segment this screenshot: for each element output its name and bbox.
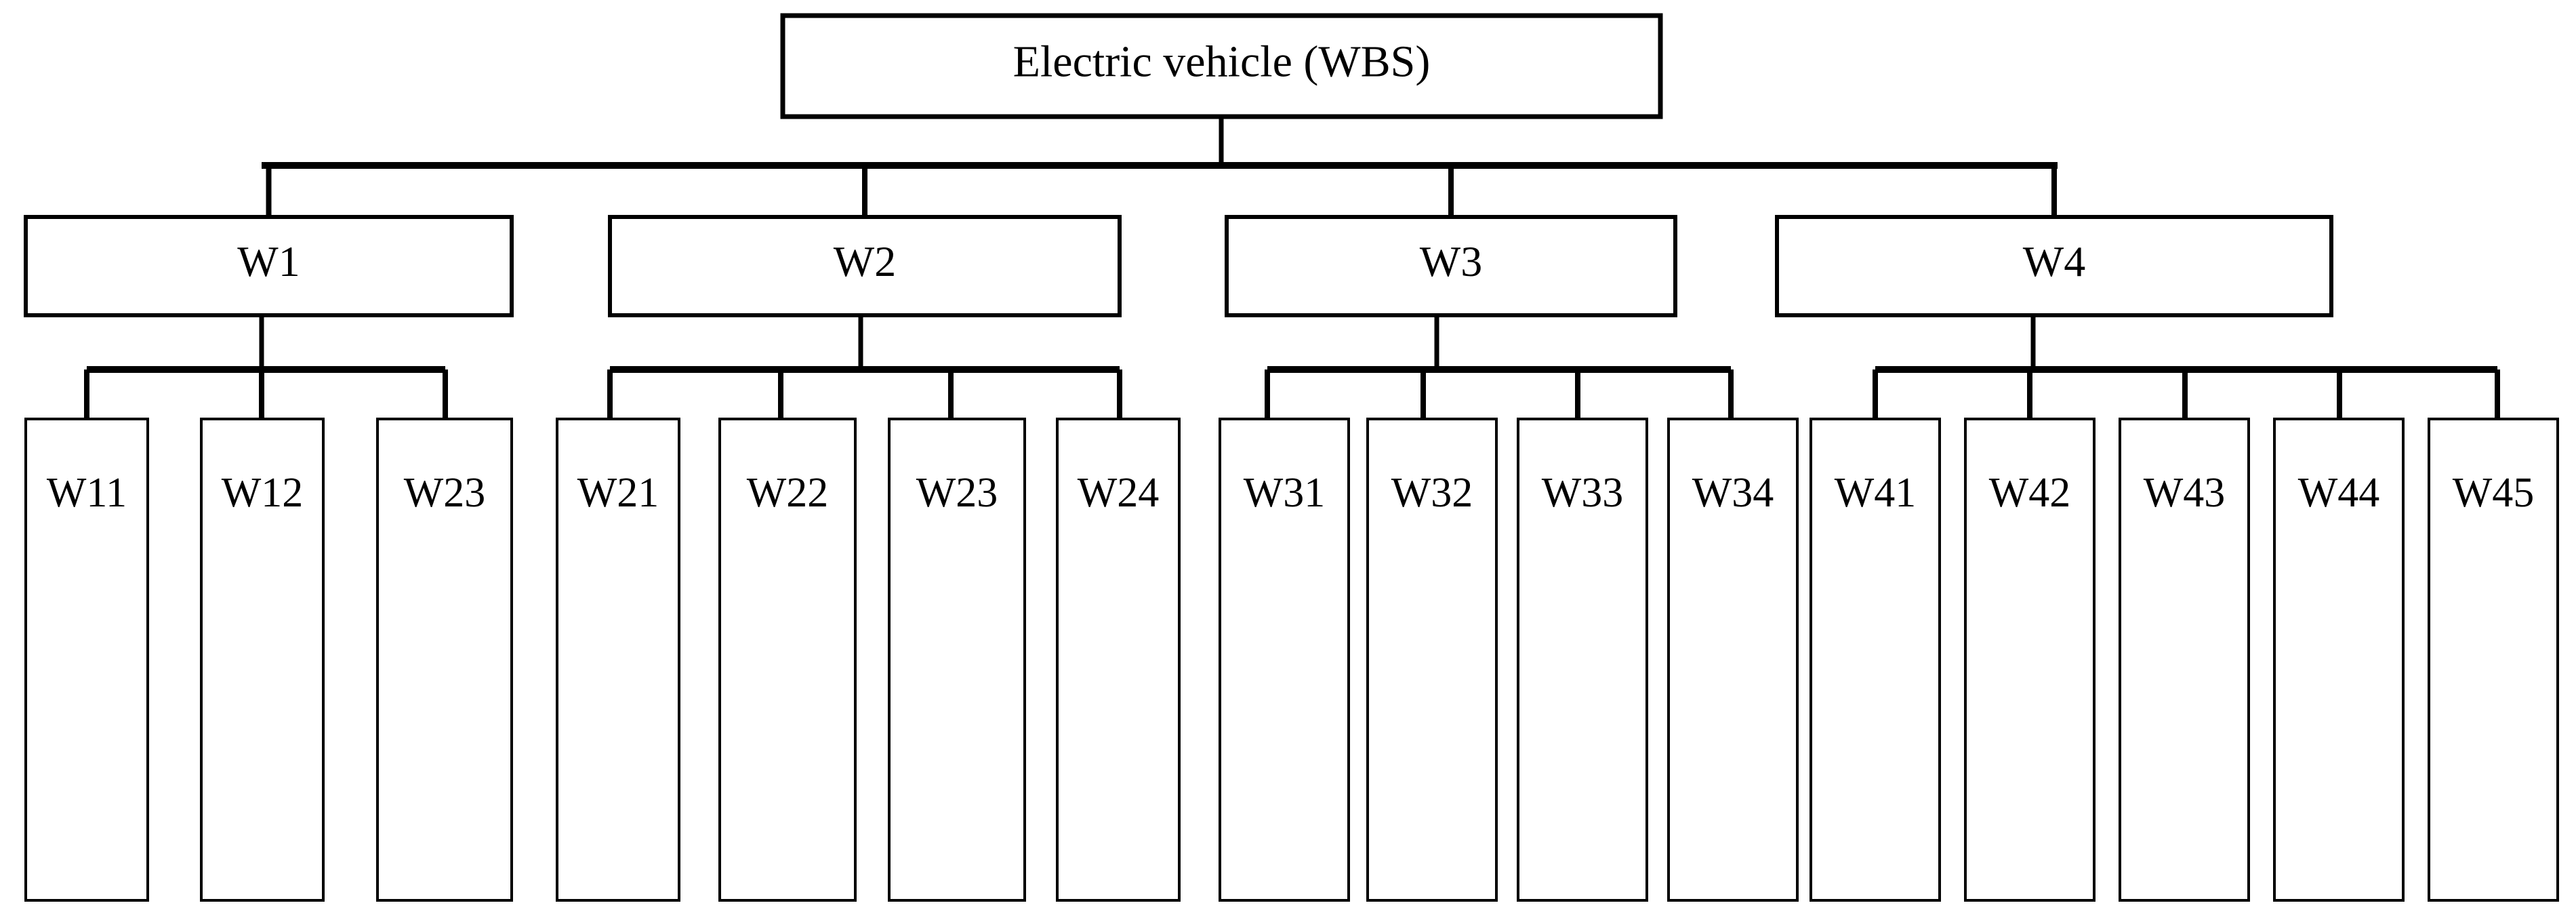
- wbs-node-w3[interactable]: W3: [1225, 215, 1677, 317]
- wbs-node-w2[interactable]: W2: [608, 215, 1122, 317]
- wbs-node-leaf-10[interactable]: W34: [1667, 418, 1799, 902]
- wbs-node-leaf-0-label: W11: [47, 470, 127, 516]
- wbs-node-w3-box[interactable]: [1225, 215, 1677, 317]
- wbs-node-w4[interactable]: W4: [1775, 215, 2333, 317]
- wbs-node-leaf-9-label: W33: [1542, 470, 1624, 516]
- wbs-node-w1-box[interactable]: [24, 215, 514, 317]
- wbs-node-leaf-2[interactable]: W23: [376, 418, 513, 902]
- wbs-node-leaf-2-box[interactable]: [376, 418, 513, 902]
- wbs-node-leaf-4-box[interactable]: [718, 418, 857, 902]
- wbs-node-leaf-15-label: W45: [2453, 470, 2535, 516]
- wbs-node-leaf-1-box[interactable]: [200, 418, 325, 902]
- wbs-node-leaf-12-box[interactable]: [1964, 418, 2095, 902]
- wbs-node-leaf-12[interactable]: W42: [1964, 418, 2095, 902]
- wbs-node-leaf-0[interactable]: W11: [24, 418, 149, 902]
- wbs-node-leaf-8-box[interactable]: [1366, 418, 1498, 902]
- wbs-node-leaf-7-label: W31: [1244, 470, 1326, 516]
- wbs-node-w1-label: W1: [237, 237, 300, 285]
- wbs-node-leaf-13-box[interactable]: [2119, 418, 2250, 902]
- wbs-node-leaf-13[interactable]: W43: [2119, 418, 2250, 902]
- wbs-node-root[interactable]: Electric vehicle (WBS): [780, 13, 1663, 119]
- wbs-node-leaf-6-label: W24: [1078, 470, 1160, 516]
- connector-layer: [84, 117, 2500, 419]
- wbs-node-leaf-3-box[interactable]: [556, 418, 680, 902]
- wbs-node-leaf-2-label: W23: [404, 470, 486, 516]
- wbs-node-leaf-14-box[interactable]: [2273, 418, 2405, 902]
- wbs-node-leaf-0-box[interactable]: [24, 418, 149, 902]
- wbs-node-leaf-10-box[interactable]: [1667, 418, 1799, 902]
- wbs-node-leaf-11[interactable]: W41: [1810, 418, 1941, 902]
- wbs-node-root-label: Electric vehicle (WBS): [1013, 37, 1431, 87]
- wbs-node-leaf-1-label: W12: [222, 470, 304, 516]
- wbs-node-leaf-1[interactable]: W12: [200, 418, 325, 902]
- wbs-node-leaf-3[interactable]: W21: [556, 418, 680, 902]
- wbs-node-w2-label: W2: [834, 237, 896, 285]
- wbs-node-leaf-14[interactable]: W44: [2273, 418, 2405, 902]
- wbs-node-leaf-15-box[interactable]: [2428, 418, 2559, 902]
- wbs-node-leaf-15[interactable]: W45: [2428, 418, 2559, 902]
- wbs-node-leaf-4[interactable]: W22: [718, 418, 857, 902]
- wbs-node-leaf-5[interactable]: W23: [888, 418, 1026, 902]
- wbs-node-leaf-3-label: W21: [577, 470, 659, 516]
- wbs-node-leaf-11-box[interactable]: [1810, 418, 1941, 902]
- wbs-node-w1[interactable]: W1: [24, 215, 514, 317]
- wbs-node-leaf-13-label: W43: [2144, 470, 2226, 516]
- wbs-node-leaf-7[interactable]: W31: [1219, 418, 1350, 902]
- wbs-node-w2-box[interactable]: [608, 215, 1122, 317]
- wbs-node-w3-label: W3: [1420, 237, 1482, 285]
- wbs-node-leaf-14-label: W44: [2298, 470, 2380, 516]
- wbs-node-leaf-12-label: W42: [1989, 470, 2071, 516]
- wbs-node-leaf-6[interactable]: W24: [1056, 418, 1181, 902]
- wbs-node-leaf-9-box[interactable]: [1517, 418, 1648, 902]
- wbs-node-leaf-10-label: W34: [1692, 470, 1774, 516]
- wbs-node-leaf-6-box[interactable]: [1056, 418, 1181, 902]
- wbs-node-leaf-8-label: W32: [1391, 470, 1473, 516]
- wbs-node-w4-label: W4: [2023, 237, 2085, 285]
- wbs-node-leaf-5-label: W23: [916, 470, 998, 516]
- wbs-node-leaf-7-box[interactable]: [1219, 418, 1350, 902]
- wbs-node-leaf-9[interactable]: W33: [1517, 418, 1648, 902]
- wbs-node-root-box[interactable]: [780, 13, 1663, 119]
- wbs-node-leaf-8[interactable]: W32: [1366, 418, 1498, 902]
- wbs-node-leaf-4-label: W22: [747, 470, 829, 516]
- wbs-node-w4-box[interactable]: [1775, 215, 2333, 317]
- wbs-node-leaf-11-label: W41: [1835, 470, 1917, 516]
- wbs-node-leaf-5-box[interactable]: [888, 418, 1026, 902]
